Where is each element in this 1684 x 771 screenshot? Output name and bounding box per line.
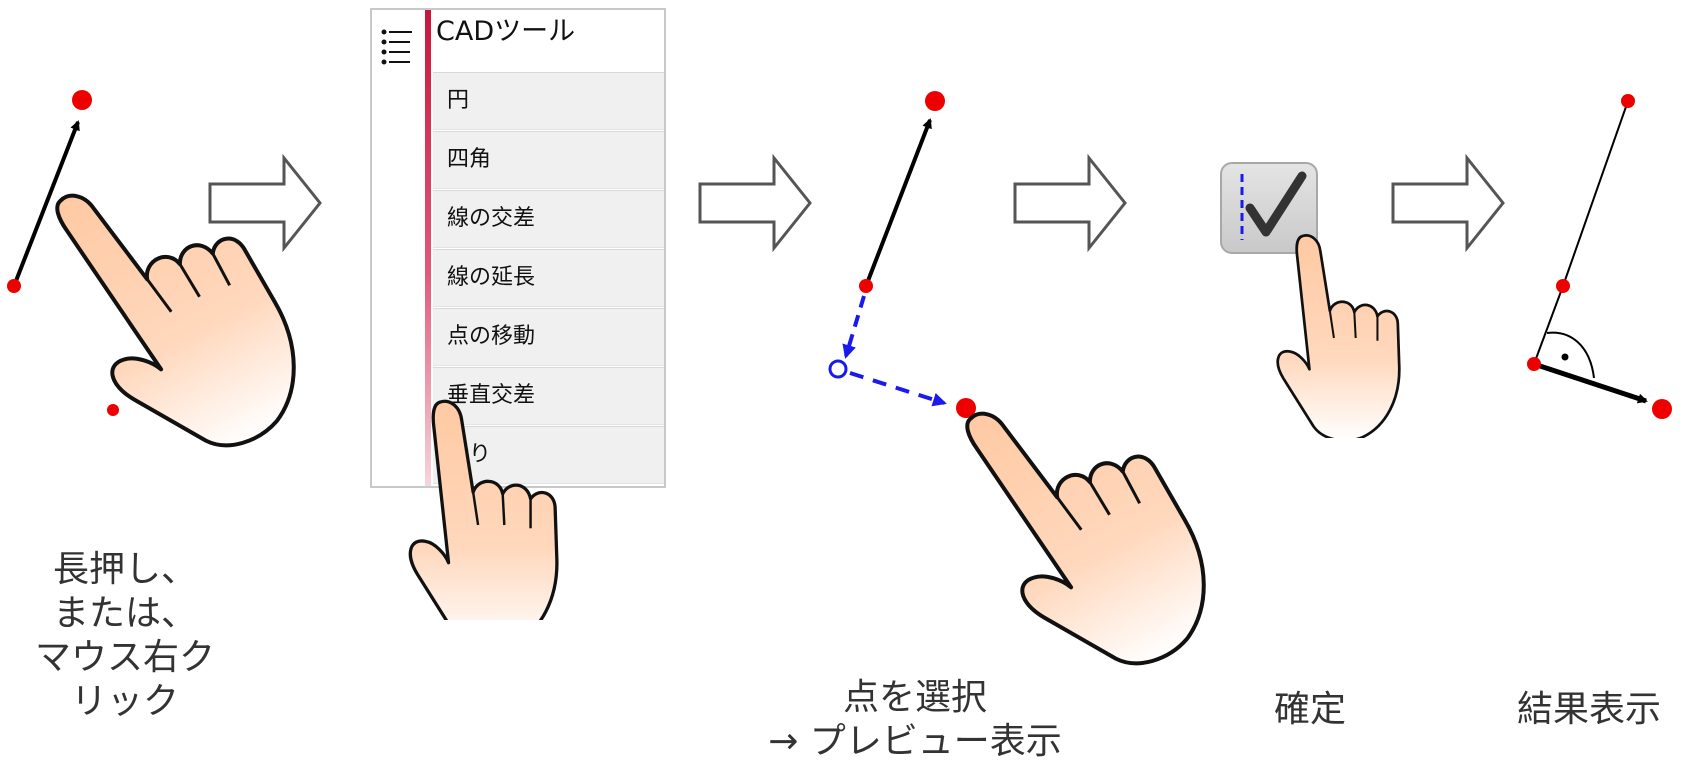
caption-step1-line3: マウス右ク [34, 637, 215, 678]
menu-item-line-extend[interactable]: 線の延長 [433, 249, 664, 307]
step1-point-end [72, 90, 92, 110]
caption-step5: 結果表示 [1516, 689, 1661, 730]
checkmark-icon [1240, 171, 1307, 240]
menu-accent-strip [425, 10, 431, 486]
process-arrow-3 [1013, 156, 1127, 250]
step5-point-end [1652, 399, 1672, 419]
step5-point-mid [1556, 279, 1570, 293]
caption-step1-line1: 長押し、 [52, 549, 197, 590]
caption-step1-line2: または、 [52, 593, 197, 634]
cad-tool-menu: CADツール 円 四角 線の交差 線の延長 点の移動 垂直交差 折り [370, 8, 666, 488]
process-arrow-4 [1391, 156, 1505, 250]
step1-point-start [7, 279, 21, 293]
caption-step1-line4: リック [70, 681, 179, 722]
caption-step3: 点を選択 → プレビュー表示 [750, 676, 1080, 764]
step2-hand-icon [408, 399, 559, 620]
menu-item-circle[interactable]: 円 [433, 72, 664, 130]
caption-step3-line2: → プレビュー表示 [768, 721, 1062, 762]
step5-point-start [1527, 357, 1541, 371]
step5-figure [1527, 94, 1672, 419]
step3-preview-line-1 [842, 295, 866, 359]
step3-figure [828, 91, 1237, 702]
caption-step4: 確定 [1273, 689, 1346, 730]
step3-hand-icon [937, 351, 1236, 701]
caption-step1: 長押し、 または、 マウス右ク リック [20, 548, 230, 724]
process-arrow-1 [208, 156, 322, 250]
step4-hand-icon [1276, 234, 1401, 438]
menu-title: CADツール [436, 16, 576, 47]
step5-right-angle-dot [1561, 353, 1569, 361]
step5-line [1562, 100, 1629, 287]
step3-point-mid [859, 279, 873, 293]
step5-point-top [1621, 94, 1635, 108]
process-arrow-2 [698, 156, 812, 250]
menu-item-line-intersect[interactable]: 線の交差 [433, 190, 664, 248]
step3-arrow [864, 118, 932, 287]
step1-point-extra [107, 404, 119, 416]
menu-item-rectangle[interactable]: 四角 [433, 131, 664, 189]
step5-arrow [1533, 361, 1648, 404]
list-menu-icon[interactable] [380, 22, 414, 66]
step3-preview-foot [828, 359, 848, 379]
step3-point-top [925, 91, 945, 111]
menu-item-move-point[interactable]: 点の移動 [433, 308, 664, 366]
step5-right-angle-arc [1546, 331, 1595, 379]
step1-arrow [12, 120, 80, 287]
step5-line-lower [1533, 285, 1564, 365]
step3-point-selected [956, 398, 976, 418]
menu-item-perpendicular[interactable]: 垂直交差 [433, 367, 664, 425]
step1-figure [7, 90, 327, 484]
caption-step3-line1: 点を選択 [842, 677, 987, 718]
step3-preview-line-2 [849, 371, 947, 407]
